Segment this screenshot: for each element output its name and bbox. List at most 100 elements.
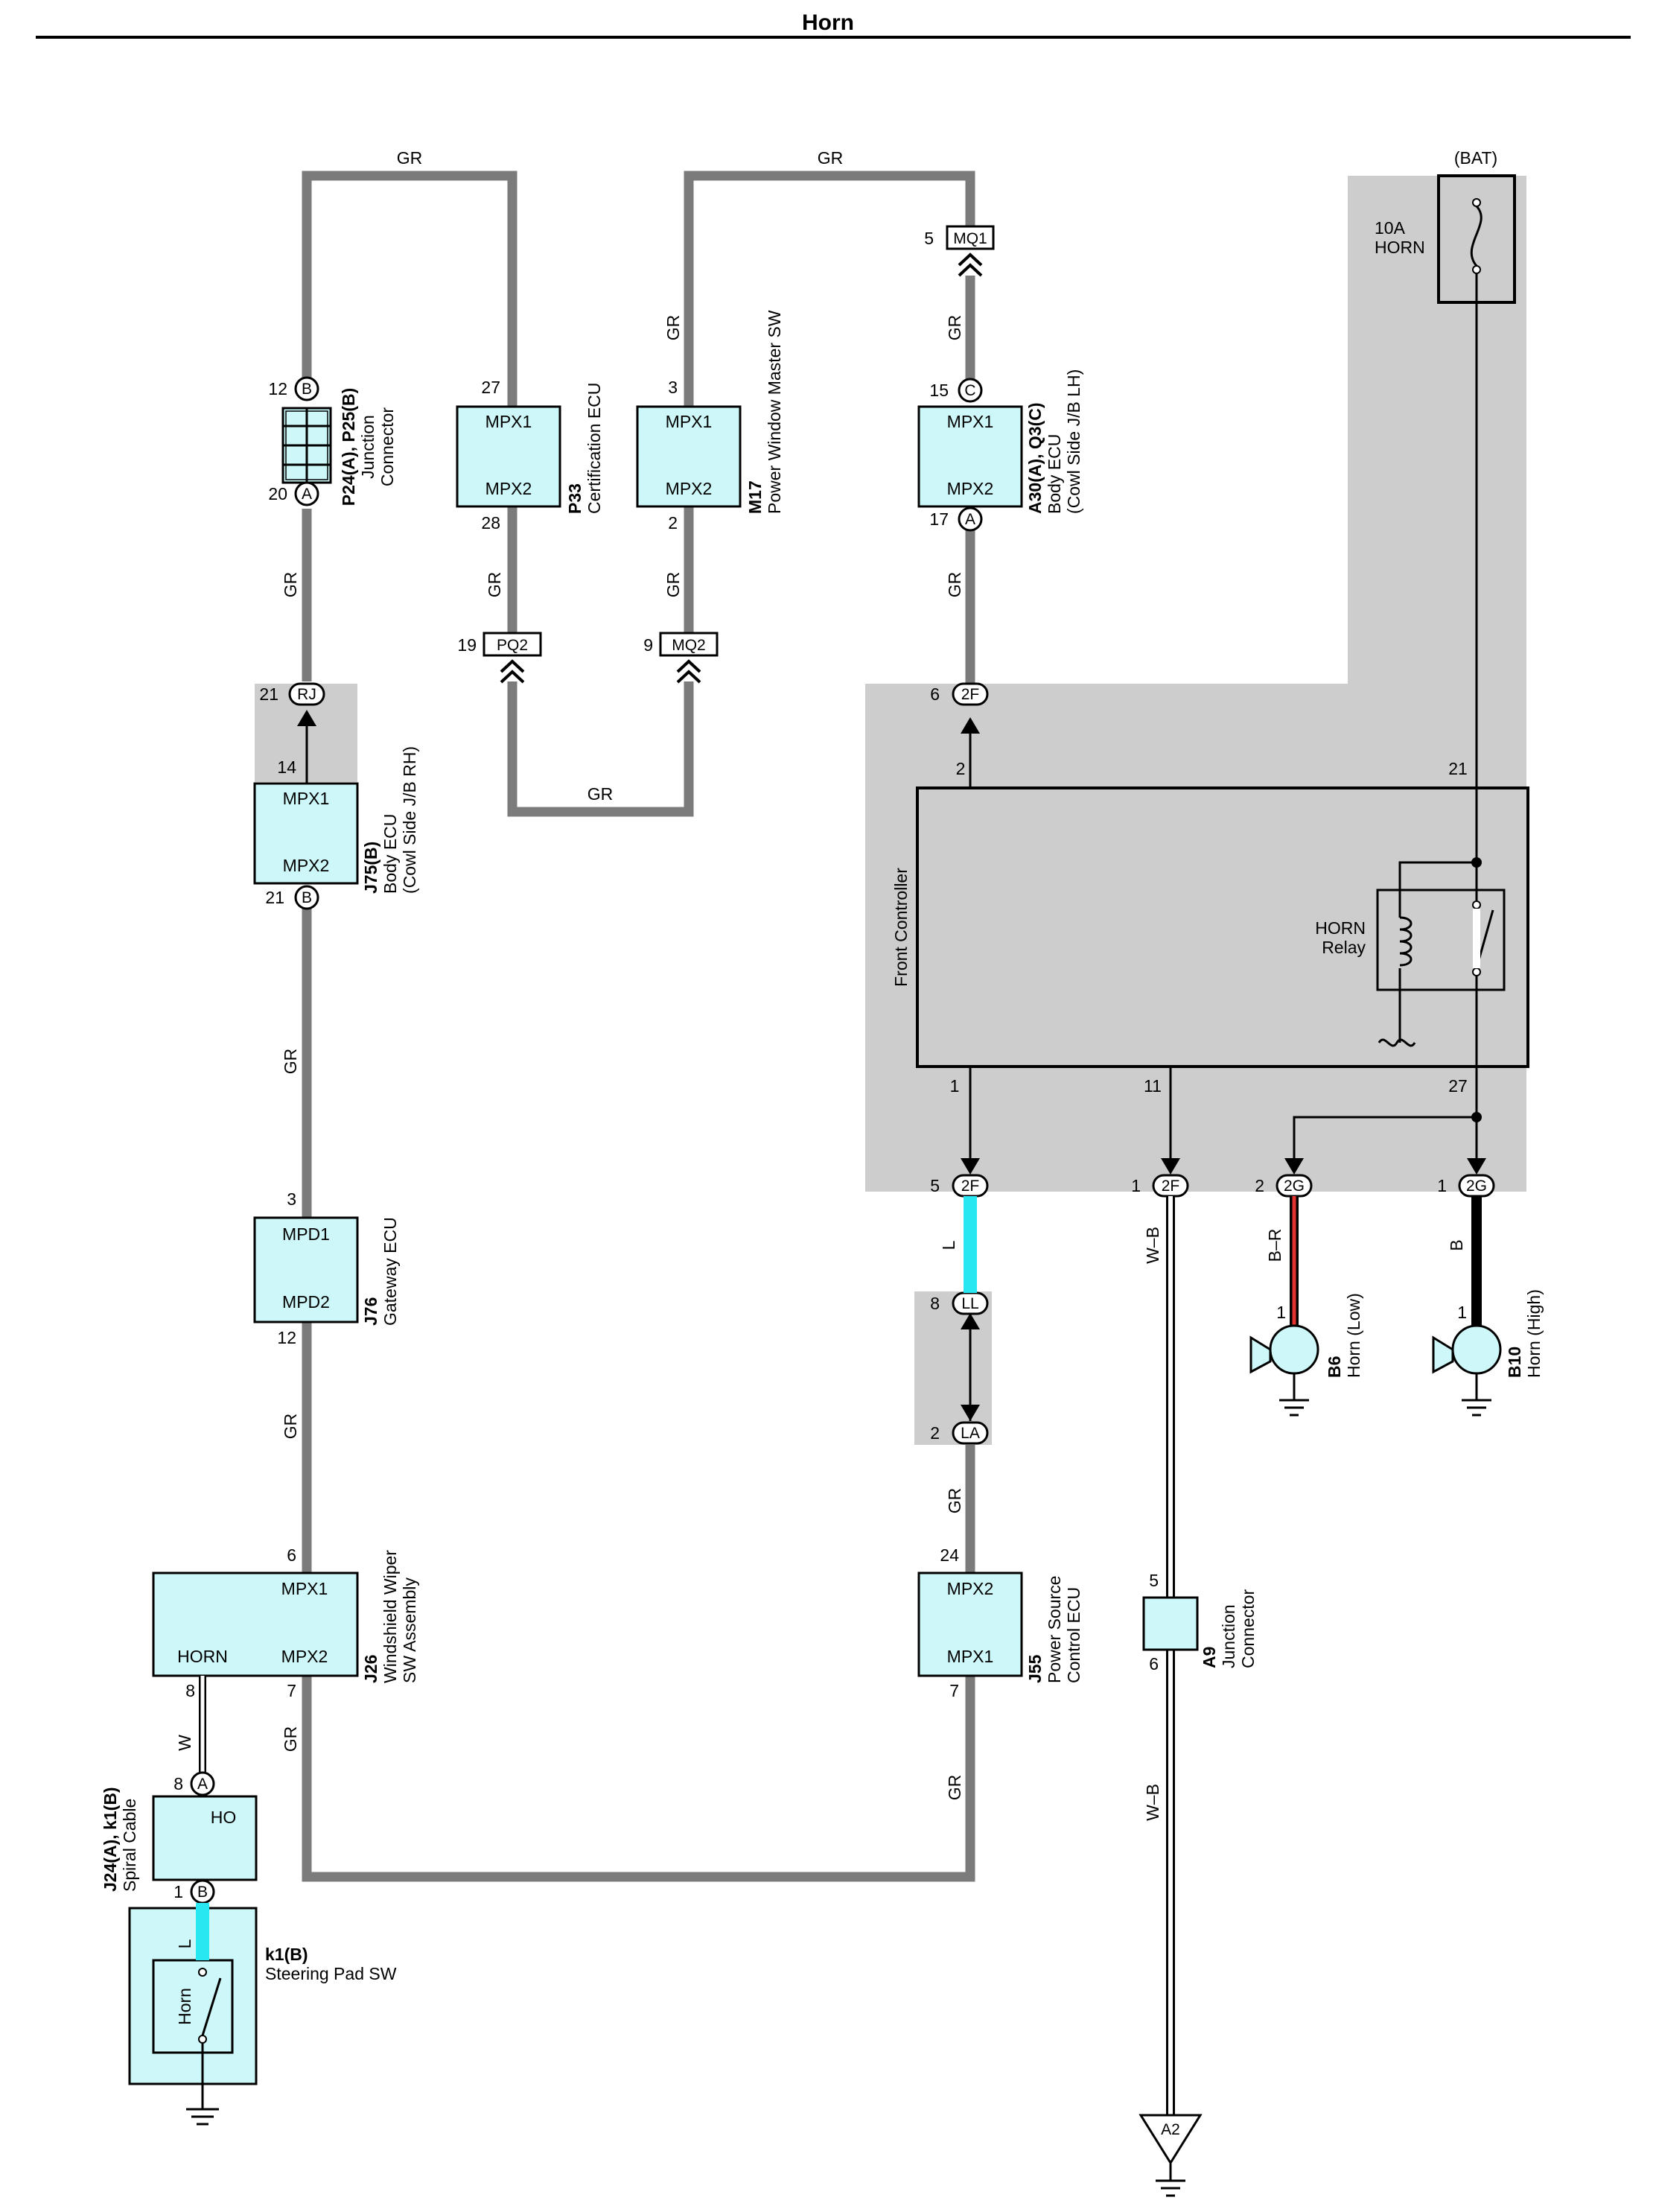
horn-relay-box bbox=[1376, 889, 1506, 991]
wire-label-gr-6: GR bbox=[281, 572, 300, 598]
j75-label: J75(B) Body ECU (Cowl Side J/B RH) bbox=[361, 746, 419, 894]
j24-label: J24(A), k1(B) Spiral Cable bbox=[101, 1787, 139, 1892]
j55-port2: MPX1 bbox=[947, 1647, 994, 1666]
svg-text:Certification ECU: Certification ECU bbox=[585, 383, 604, 514]
svg-text:2: 2 bbox=[1255, 1176, 1264, 1195]
j24-spiral-cable bbox=[152, 1795, 258, 1881]
j26-pin-horn: 8 bbox=[185, 1681, 195, 1700]
k1-name: Steering Pad SW bbox=[265, 1964, 397, 1983]
a9-label: A9 Junction Connector bbox=[1200, 1589, 1258, 1668]
junction-block-shade bbox=[865, 176, 1526, 1192]
j26-port2: MPX2 bbox=[281, 1647, 328, 1666]
wire-label-gr-10: GR bbox=[281, 1049, 300, 1075]
j26-pin-top: 6 bbox=[287, 1545, 296, 1565]
a30-conn-top: C bbox=[958, 378, 983, 403]
svg-text:9: 9 bbox=[643, 635, 653, 655]
k1-switch-icon bbox=[201, 1977, 222, 2036]
wire-label-b: B bbox=[1447, 1239, 1466, 1250]
p24-label: P24(A), P25(B) Junction Connector bbox=[339, 388, 397, 506]
k1-switch-box bbox=[152, 1959, 234, 2054]
j55-pin-bottom: 7 bbox=[949, 1681, 959, 1700]
j55-label: J55 Power Source Control ECU bbox=[1025, 1576, 1083, 1683]
arrow-up-ll bbox=[961, 1313, 980, 1329]
svg-text:SW Assembly: SW Assembly bbox=[400, 1577, 419, 1683]
arrow-down-2f-1 bbox=[1161, 1158, 1180, 1175]
wire-label-w: W bbox=[175, 1735, 194, 1751]
svg-text:A: A bbox=[965, 511, 975, 528]
arrow-up-2f bbox=[961, 717, 980, 734]
svg-text:A2: A2 bbox=[1161, 2121, 1180, 2138]
arrow-up-rj bbox=[297, 710, 316, 726]
svg-text:1: 1 bbox=[1131, 1176, 1141, 1195]
j76-label: J76 Gateway ECU bbox=[361, 1217, 400, 1326]
svg-text:2F: 2F bbox=[961, 686, 980, 703]
svg-text:MQ1: MQ1 bbox=[953, 230, 987, 247]
wire-label-l: L bbox=[939, 1240, 958, 1250]
a30-port2: MPX2 bbox=[947, 479, 994, 498]
j55-port1: MPX2 bbox=[947, 1579, 994, 1598]
front-controller-box bbox=[916, 786, 1529, 1068]
svg-text:1: 1 bbox=[1437, 1176, 1447, 1195]
svg-text:Connector: Connector bbox=[1238, 1589, 1258, 1668]
wire-label-gr-14: GR bbox=[945, 1775, 964, 1801]
m17-power-window-master-sw bbox=[636, 405, 742, 508]
j55-pin-top: 24 bbox=[940, 1545, 959, 1565]
j24-port: HO bbox=[211, 1808, 237, 1827]
svg-text:8: 8 bbox=[930, 1294, 940, 1313]
j76-gateway-ecu bbox=[253, 1216, 359, 1323]
svg-text:B: B bbox=[197, 1884, 208, 1901]
wire-label-gr-2: GR bbox=[818, 148, 844, 168]
b6-pin: 1 bbox=[1276, 1303, 1286, 1322]
p33-certification-ecu bbox=[456, 405, 561, 508]
wire-label-gr-3: GR bbox=[587, 784, 614, 804]
j76-port2: MPD2 bbox=[282, 1292, 330, 1312]
svg-text:2G: 2G bbox=[1466, 1177, 1487, 1195]
a30-label: A30(A), Q3(C) Body ECU (Cowl Side J/B LH… bbox=[1025, 369, 1083, 514]
relay-contact-bottom bbox=[1472, 967, 1481, 976]
j75-pin-top: 14 bbox=[277, 757, 296, 777]
wire-l-k1-label: L bbox=[175, 1939, 194, 1948]
svg-text:LL: LL bbox=[961, 1295, 978, 1312]
svg-text:Horn (Low): Horn (Low) bbox=[1344, 1293, 1363, 1378]
a30-port1: MPX1 bbox=[947, 412, 994, 431]
connector-2f-1: 2F 1 bbox=[1131, 1174, 1189, 1198]
wire-label-wb-2: W–B bbox=[1143, 1784, 1162, 1821]
svg-text:B: B bbox=[302, 381, 312, 398]
j55-power-source-control-ecu bbox=[917, 1571, 1023, 1677]
m17-pin-bottom: 2 bbox=[668, 513, 678, 533]
horn-low-icon bbox=[1249, 1324, 1319, 1417]
horn-high-icon bbox=[1432, 1324, 1502, 1417]
svg-text:P33: P33 bbox=[565, 483, 585, 514]
svg-text:(Cowl Side J/B LH): (Cowl Side J/B LH) bbox=[1064, 369, 1083, 514]
svg-text:J76: J76 bbox=[361, 1297, 380, 1326]
svg-text:Power Window Master SW: Power Window Master SW bbox=[765, 310, 784, 514]
k1-switch-label: Horn bbox=[175, 1988, 194, 2025]
wire-label-gr-9: GR bbox=[945, 572, 964, 598]
svg-text:J75(B): J75(B) bbox=[361, 842, 380, 894]
svg-text:PQ2: PQ2 bbox=[497, 637, 528, 654]
p33-port2: MPX2 bbox=[485, 479, 532, 498]
p24-pin-bottom: 20 bbox=[268, 484, 287, 503]
relay-junction-dot bbox=[1471, 857, 1482, 868]
k1-code: k1(B) bbox=[265, 1945, 308, 1964]
j75-port1: MPX1 bbox=[283, 789, 330, 808]
svg-text:21: 21 bbox=[259, 684, 278, 704]
k1-contact-top bbox=[198, 1968, 207, 1977]
j75-conn-bottom: B bbox=[294, 885, 319, 910]
ll-la-shade bbox=[914, 1291, 992, 1445]
svg-text:Body ECU: Body ECU bbox=[380, 814, 400, 894]
front-controller-label: Front Controller bbox=[891, 868, 911, 987]
p33-port1: MPX1 bbox=[485, 412, 532, 431]
k1-contact-bottom bbox=[198, 2035, 207, 2044]
a30-pin-top: 15 bbox=[929, 381, 949, 400]
p24-conn-top: B bbox=[294, 376, 319, 401]
m17-pin-top: 3 bbox=[668, 378, 678, 397]
a9-junction-connector bbox=[1142, 1596, 1199, 1651]
relay-switch-gap bbox=[1473, 909, 1480, 968]
svg-text:Gateway ECU: Gateway ECU bbox=[380, 1217, 400, 1326]
wire-label-gr-4: GR bbox=[663, 315, 683, 341]
connector-mq1: MQ1 5 bbox=[924, 225, 995, 277]
bat-label: (BAT) bbox=[1454, 148, 1497, 168]
j26-pin-mpx2: 7 bbox=[287, 1681, 296, 1700]
k1-steering-pad-sw bbox=[128, 1907, 258, 2085]
